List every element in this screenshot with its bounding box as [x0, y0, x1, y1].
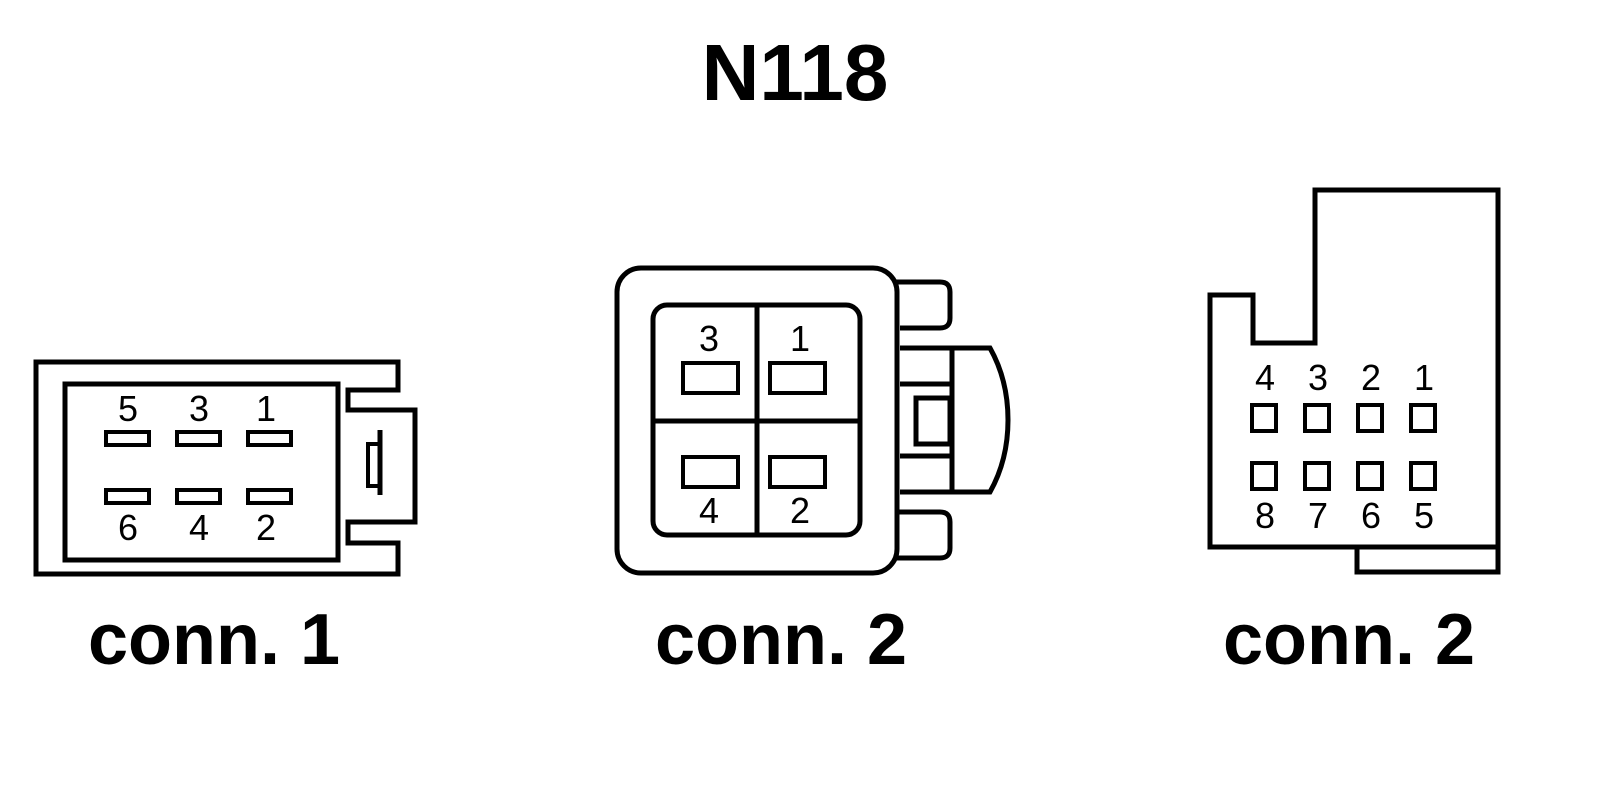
connector-2-latch-button	[949, 345, 1011, 495]
connector-2-caption: conn. 2	[655, 600, 907, 680]
connector-2-upper-clip	[895, 279, 953, 331]
pin-number: 7	[1308, 495, 1328, 536]
pin-number: 2	[1361, 357, 1381, 398]
pin-number: 4	[1255, 357, 1275, 398]
pin-slot	[1409, 403, 1437, 433]
connector-1-latch-tab	[366, 442, 380, 488]
connector-1: 5 3 1 6 4 2 conn. 1	[33, 359, 418, 680]
pin-slot	[1303, 461, 1331, 491]
connector-2-latch-slot	[913, 395, 953, 447]
pin-slot	[175, 488, 222, 505]
pin-slot	[104, 488, 151, 505]
pin-number: 1	[1414, 357, 1434, 398]
diagram-title: N118	[702, 28, 889, 117]
pin-slot	[104, 430, 151, 447]
connector-1-caption: conn. 1	[88, 600, 340, 680]
pin-slot	[1250, 461, 1278, 491]
pin-slot	[681, 455, 740, 489]
pin-slot	[1303, 403, 1331, 433]
pin-slot	[1409, 461, 1437, 491]
pin-slot	[246, 430, 293, 447]
pin-number: 3	[1308, 357, 1328, 398]
pin-number: 1	[256, 388, 276, 429]
pin-number: 5	[118, 388, 138, 429]
pin-slot	[768, 361, 827, 395]
pin-number: 2	[256, 507, 276, 548]
connector-2-housing	[614, 265, 900, 576]
connector-3-caption: conn. 2	[1223, 600, 1475, 680]
pin-number: 2	[790, 490, 810, 531]
pin-number: 3	[699, 318, 719, 359]
pin-number: 1	[790, 318, 810, 359]
pin-slot	[1250, 403, 1278, 433]
pin-number: 6	[118, 507, 138, 548]
connector-2-latch-rails	[900, 345, 952, 495]
pin-slot	[1356, 461, 1384, 491]
pin-slot	[681, 361, 740, 395]
pin-slot	[175, 430, 222, 447]
connector-1-housing	[33, 359, 418, 577]
pin-slot	[246, 488, 293, 505]
connector-2-lower-clip	[895, 509, 953, 561]
pin-number: 4	[699, 490, 719, 531]
connector-3-housing	[1207, 187, 1501, 575]
pin-number: 6	[1361, 495, 1381, 536]
connector-2: 3 1 4 2 conn. 2	[614, 265, 1011, 680]
connector-3: 4 3 2 1 8 7 6 5 conn. 2	[1207, 187, 1501, 680]
connector-1-face	[62, 381, 341, 563]
pin-number: 4	[189, 507, 209, 548]
pin-number: 5	[1414, 495, 1434, 536]
pin-slot	[1356, 403, 1384, 433]
pin-number: 3	[189, 388, 209, 429]
pin-number: 8	[1255, 495, 1275, 536]
pin-slot	[768, 455, 827, 489]
